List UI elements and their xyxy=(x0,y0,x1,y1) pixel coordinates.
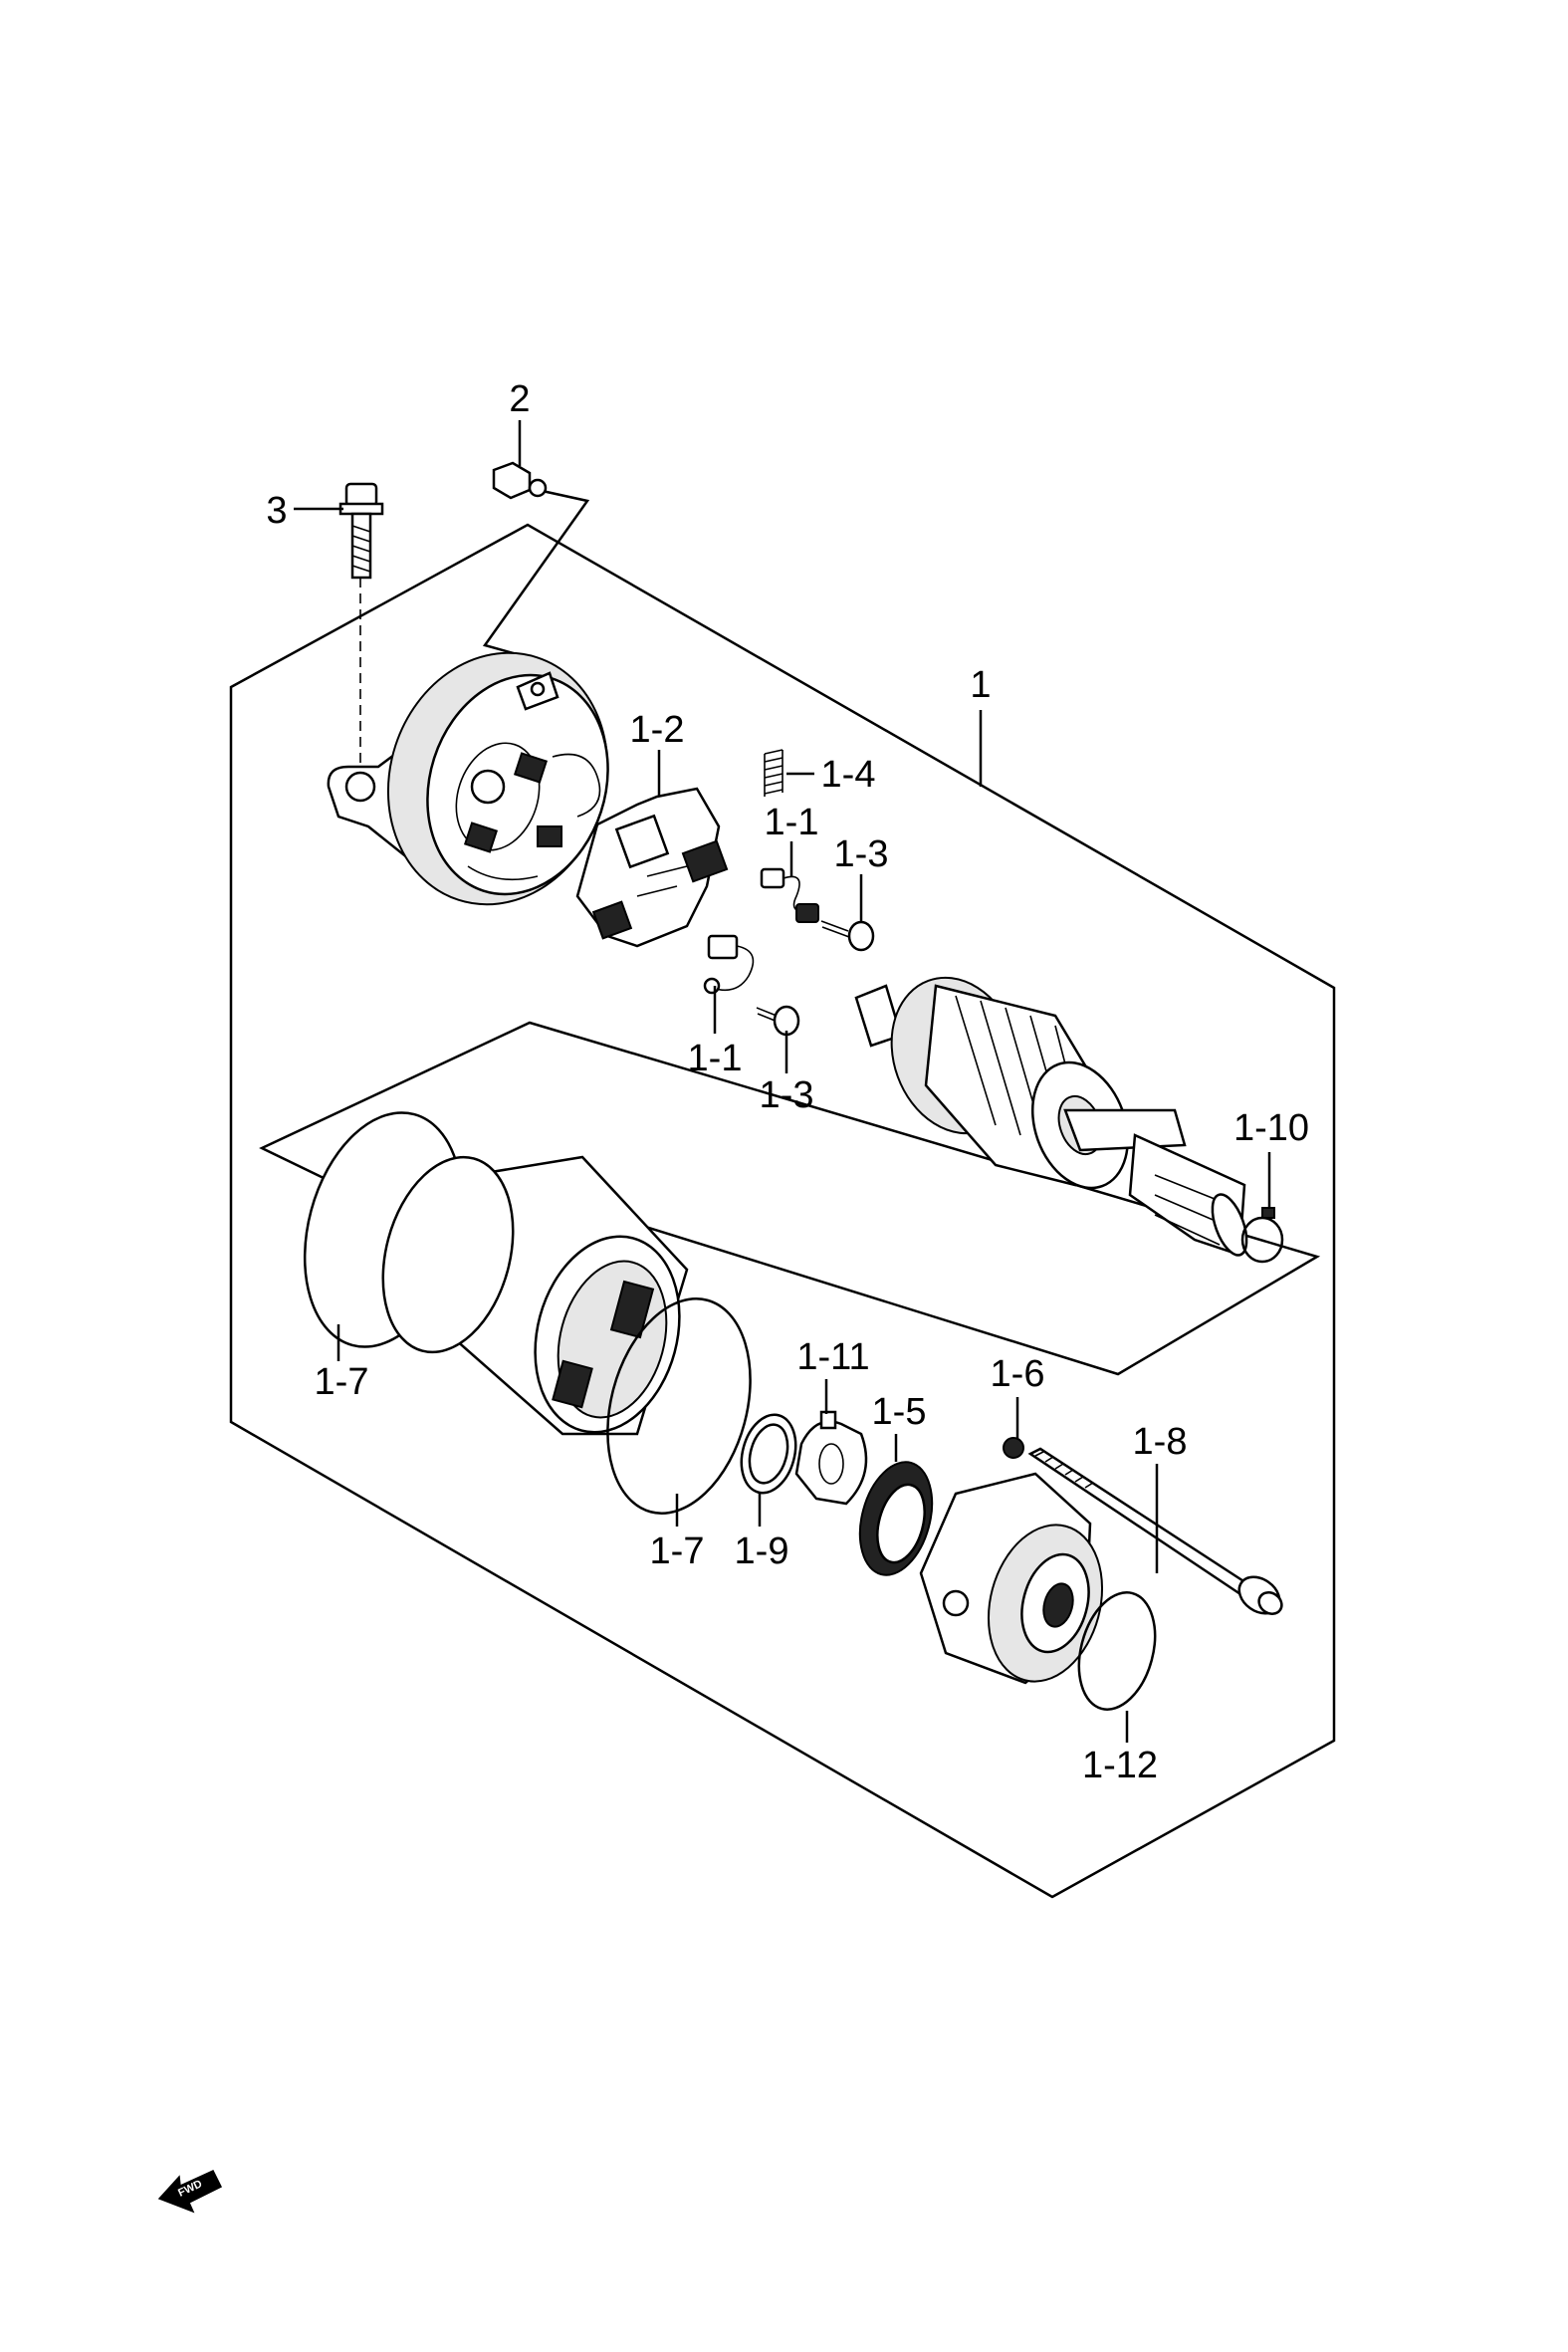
front-cover-housing xyxy=(919,1472,1104,1685)
callout-1-6: 1-6 xyxy=(991,1353,1045,1395)
callout-3: 3 xyxy=(266,490,287,532)
assembly-boundary xyxy=(229,523,1336,1899)
small-o-ring-part-1-6 xyxy=(1003,1437,1024,1459)
callout-1-3-upper: 1-3 xyxy=(834,833,889,875)
callout-1-5: 1-5 xyxy=(872,1391,927,1433)
nut-link-line xyxy=(482,488,590,659)
brush-part-1-1-upper xyxy=(760,867,819,923)
washer-part-1-9 xyxy=(740,1413,797,1495)
callout-1-3-lower: 1-3 xyxy=(760,1074,814,1116)
nut-part-2 xyxy=(492,461,548,500)
brush-holder-part-1-2 xyxy=(575,787,729,948)
bolt-part-3 xyxy=(338,482,384,580)
tab-washer-part-1-11 xyxy=(794,1410,868,1506)
armature xyxy=(854,976,1248,1257)
callout-1-2: 1-2 xyxy=(630,709,685,751)
o-ring-part-1-12 xyxy=(1077,1591,1157,1711)
callout-1-9: 1-9 xyxy=(735,1530,789,1572)
yoke-housing xyxy=(381,1155,689,1436)
screw-part-1-3-upper xyxy=(820,920,875,952)
circlip-part-1-10 xyxy=(1240,1207,1284,1264)
fwd-arrow-icon: FWD xyxy=(157,2170,223,2214)
callout-1-4: 1-4 xyxy=(821,754,876,796)
callout-1-8: 1-8 xyxy=(1133,1421,1188,1463)
spring-part-1-4 xyxy=(764,749,784,797)
screw-part-1-3-lower xyxy=(756,1005,800,1037)
callout-1-12: 1-12 xyxy=(1082,1745,1158,1786)
through-bolt-part-1-8 xyxy=(1027,1447,1283,1615)
oil-seal-part-1-5 xyxy=(858,1461,934,1576)
callout-1-7-right: 1-7 xyxy=(650,1530,705,1572)
leader-lines xyxy=(294,420,1271,1743)
o-ring-part-1-7-right xyxy=(606,1297,752,1515)
callout-1-7-left: 1-7 xyxy=(315,1361,369,1403)
callout-1-11: 1-11 xyxy=(796,1336,869,1378)
callout-1: 1 xyxy=(970,664,991,706)
rear-cover-housing xyxy=(327,651,609,906)
brush-part-1-1-lower xyxy=(703,934,755,995)
callout-1-10: 1-10 xyxy=(1233,1107,1309,1149)
callout-1-1-upper: 1-1 xyxy=(765,802,819,843)
callout-2: 2 xyxy=(509,378,530,420)
callout-1-1-lower: 1-1 xyxy=(688,1038,743,1079)
inner-group-bracket xyxy=(259,1021,1321,1376)
callout-labels: 2 3 1 1-2 1-4 1-1 1-3 1-1 1-3 1-10 1-7 1… xyxy=(266,378,1309,1786)
